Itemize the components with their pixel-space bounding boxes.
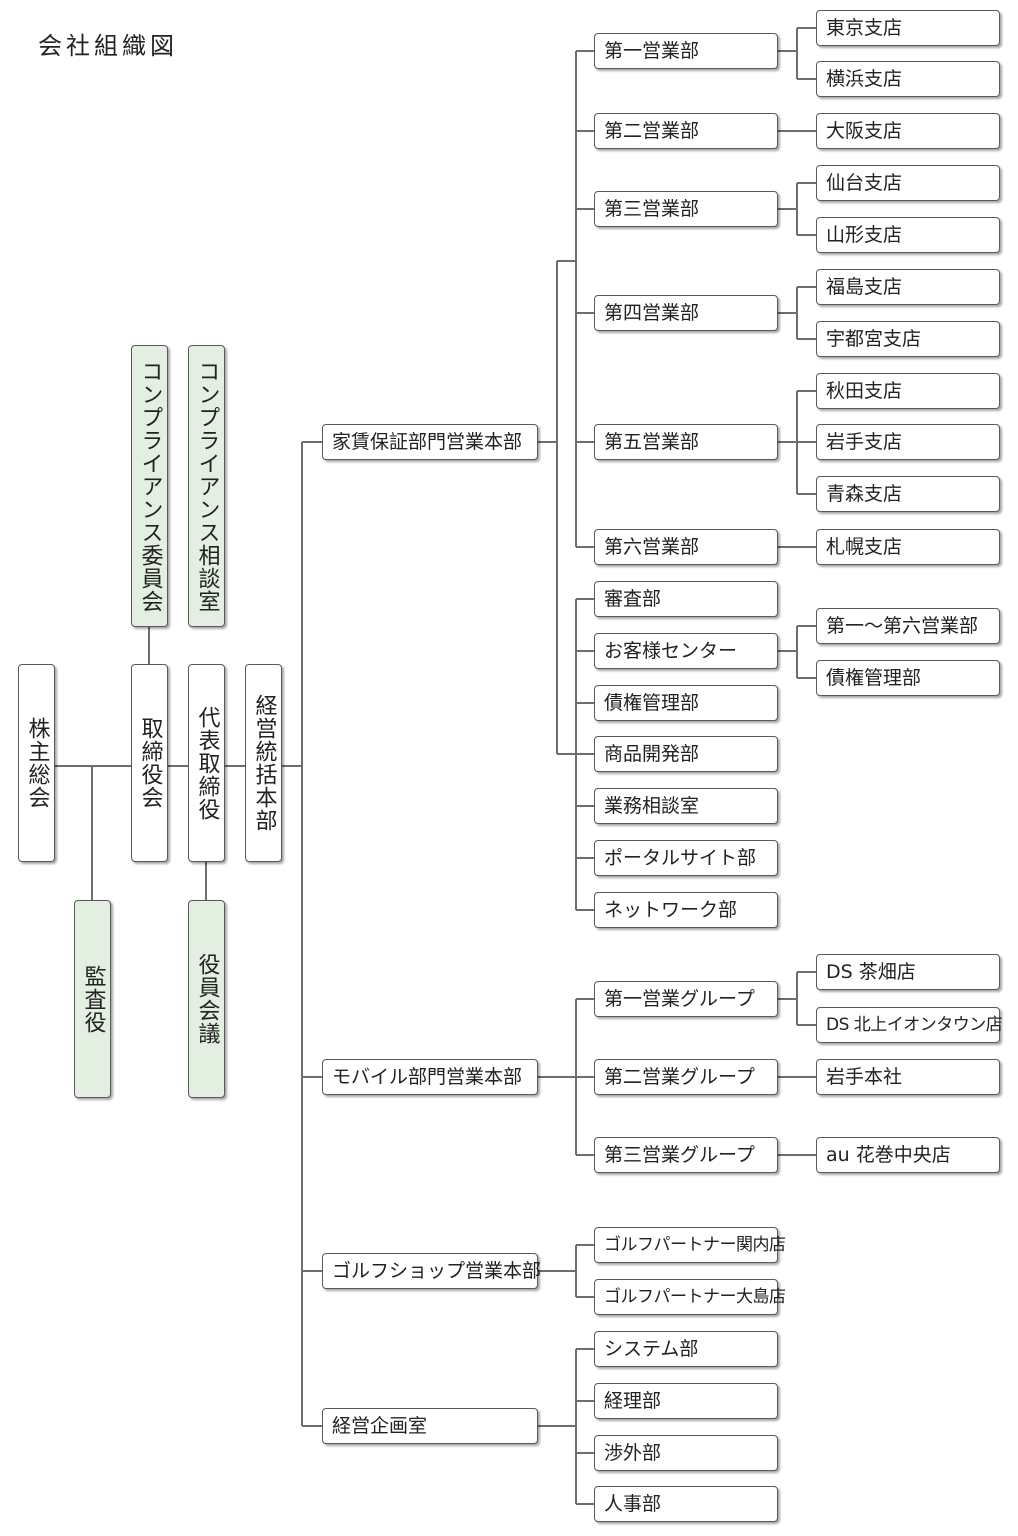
officers-meeting-box: 役員会議 (188, 900, 225, 1098)
dept-portal-site: ポータルサイト部 (594, 840, 778, 876)
compliance-committee-box: コンプライアンス委員会 (131, 345, 168, 627)
management-hq-box: 経営統括本部 (245, 664, 282, 862)
branch-fukushima: 福島支店 (816, 269, 1000, 305)
branch-sapporo: 札幌支店 (816, 529, 1000, 565)
golf-division-box: ゴルフショップ営業本部 (322, 1253, 541, 1289)
branch-akita: 秋田支店 (816, 373, 1000, 409)
mobile-group-2: 第二営業グループ (594, 1059, 778, 1095)
dept-sales-5: 第五営業部 (594, 424, 778, 460)
unit-claims-management: 債権管理部 (816, 660, 1000, 696)
store-ds-chabatake: DS 茶畑店 (816, 954, 1000, 990)
dept-product-dev: 商品開発部 (594, 736, 778, 772)
store-iwate-hq: 岩手本社 (816, 1059, 1000, 1095)
golf-store-oshima: ゴルフパートナー大島店 (594, 1279, 786, 1315)
planning-office-box: 経営企画室 (322, 1408, 538, 1444)
dept-external-affairs: 渉外部 (594, 1435, 778, 1471)
branch-aomori: 青森支店 (816, 476, 1000, 512)
branch-tokyo: 東京支店 (816, 10, 1000, 46)
mobile-group-1: 第一営業グループ (594, 981, 778, 1017)
mobile-group-3: 第三営業グループ (594, 1137, 778, 1173)
branch-yamagata: 山形支店 (816, 217, 1000, 253)
dept-accounting: 経理部 (594, 1383, 778, 1419)
dept-review: 審査部 (594, 581, 778, 617)
dept-claims: 債権管理部 (594, 685, 778, 721)
branch-utsunomiya: 宇都宮支店 (816, 321, 1000, 357)
store-au-hanamaki: au 花巻中央店 (816, 1137, 1000, 1173)
branch-iwate: 岩手支店 (816, 424, 1000, 460)
dept-sales-1: 第一営業部 (594, 33, 778, 69)
chart-title: 会社組織図 (38, 32, 178, 60)
dept-system: システム部 (594, 1331, 778, 1367)
branch-osaka: 大阪支店 (816, 113, 1000, 149)
dept-sales-2: 第二営業部 (594, 113, 778, 149)
mobile-division-box: モバイル部門営業本部 (322, 1059, 538, 1095)
auditor-box: 監査役 (74, 900, 111, 1098)
store-ds-kitakami: DS 北上イオンタウン店 (816, 1007, 1003, 1043)
representative-director-box: 代表取締役 (188, 664, 225, 862)
dept-sales-4: 第四営業部 (594, 295, 778, 331)
branch-yokohama: 横浜支店 (816, 61, 1000, 97)
compliance-office-box: コンプライアンス相談室 (188, 345, 225, 627)
golf-store-kannai: ゴルフパートナー関内店 (594, 1227, 786, 1263)
board-of-directors-box: 取締役会 (131, 664, 168, 862)
dept-network: ネットワーク部 (594, 892, 778, 928)
branch-sendai: 仙台支店 (816, 165, 1000, 201)
dept-sales-3: 第三営業部 (594, 191, 778, 227)
dept-sales-6: 第六営業部 (594, 529, 778, 565)
unit-all-sales-depts: 第一～第六営業部 (816, 608, 1000, 644)
rent-division-box: 家賃保証部門営業本部 (322, 424, 538, 460)
dept-business-consult: 業務相談室 (594, 788, 778, 824)
dept-human-resources: 人事部 (594, 1486, 778, 1522)
shareholders-meeting-box: 株主総会 (18, 664, 55, 862)
dept-customer-center: お客様センター (594, 633, 778, 669)
